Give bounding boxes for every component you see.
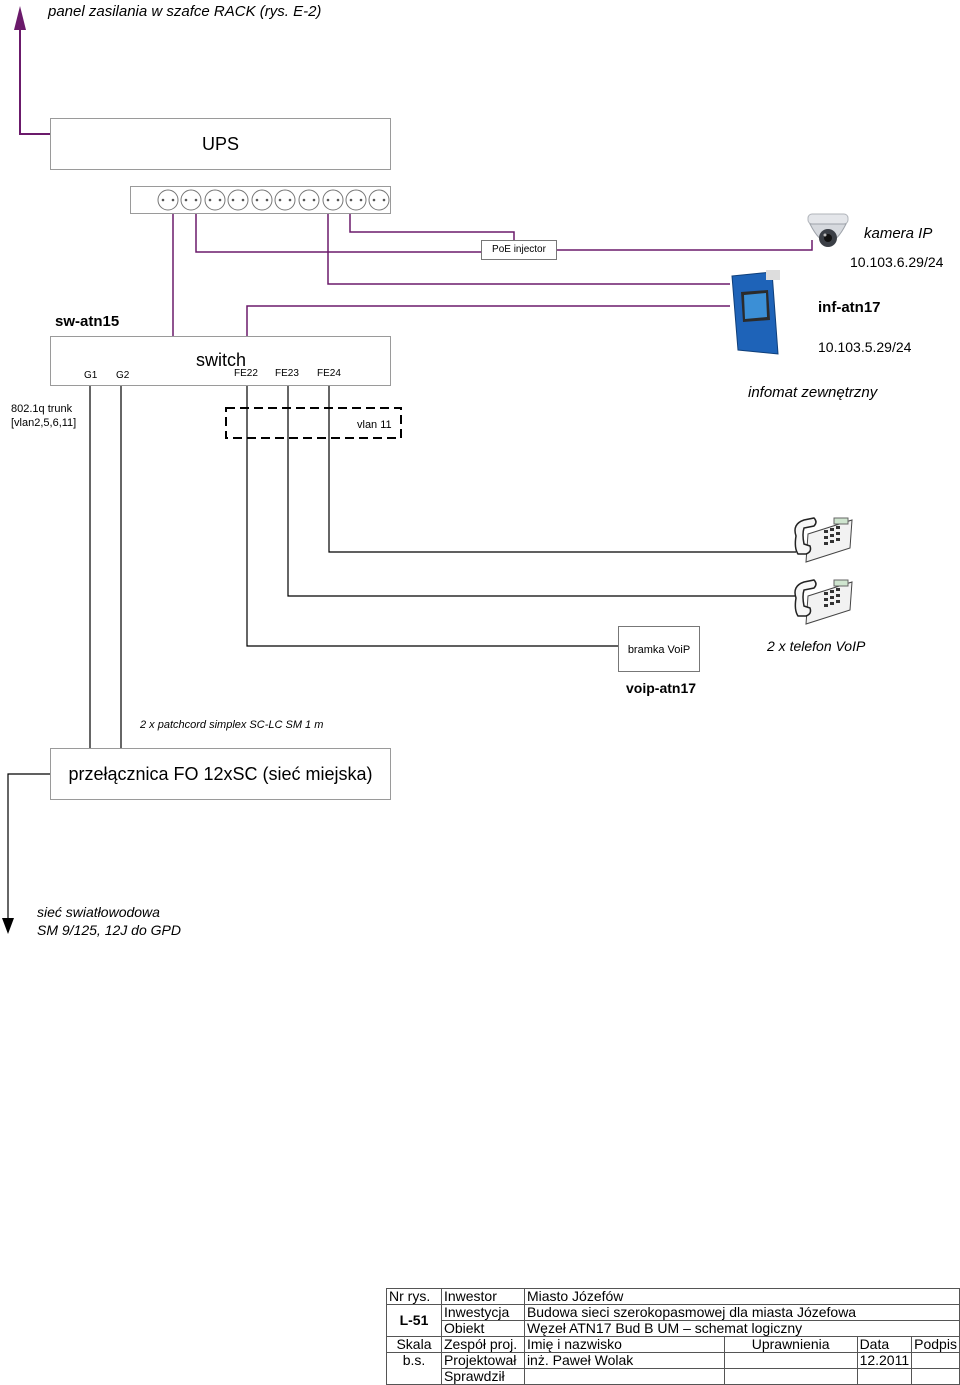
fiber-panel-label: przełącznica FO 12xSC (sieć miejska) [68, 764, 373, 784]
socket-icon [204, 189, 226, 211]
ups-box: UPS [50, 118, 391, 170]
switch-infomat-line [246, 305, 730, 336]
voip-gateway-label: bramka VoiP [627, 644, 691, 656]
projektowal-label: Projektował [440, 1352, 525, 1369]
poe-camera-line [556, 240, 813, 251]
sprawdzil-label: Sprawdził [440, 1368, 525, 1385]
socket-icon [251, 189, 273, 211]
socket-icon [368, 189, 390, 211]
infomat-icon [731, 270, 780, 355]
switch-hostname: sw-atn15 [55, 313, 120, 330]
socket-icon [298, 189, 320, 211]
camera-icon [807, 213, 849, 247]
sprawdzil-podpis [911, 1368, 960, 1385]
trunk-label-2: [vlan2,5,6,11] [11, 417, 77, 429]
socket-icon [157, 189, 179, 211]
camera-ip: 10.103.6.29/24 [850, 254, 944, 270]
nr-rys-label: Nr rys. [386, 1288, 442, 1305]
voip-gateway-box: bramka VoiP [618, 626, 700, 672]
socket-icon [322, 189, 344, 211]
poe-injector-box: PoE injector [481, 240, 557, 260]
inwestor-value: Miasto Józefów [523, 1288, 960, 1305]
fiber-out-line [7, 773, 50, 920]
switch-label: switch [196, 350, 247, 370]
trunk-label-1: 802.1q trunk [11, 403, 73, 415]
skala-value: b.s. [386, 1352, 442, 1385]
nr-rys-value: L-51 [386, 1304, 442, 1337]
sprawdzil-uprawnienia [723, 1368, 858, 1385]
poe-injector-label: PoE injector [492, 244, 546, 255]
fe22-line [246, 386, 618, 647]
port-fe22: FE22 [234, 368, 258, 379]
socket-icon [274, 189, 296, 211]
port-g2: G2 [116, 370, 130, 381]
inwestycja-value: Budowa sieci szerokopasmowej dla miasta … [523, 1304, 960, 1321]
patchcord-label: 2 x patchcord simplex SC-LC SM 1 m [140, 719, 324, 731]
power-feed-line [19, 14, 50, 135]
port-fe24: FE24 [317, 368, 341, 379]
title-block: Nr rys. Inwestor Miasto Józefów L-51 Inw… [386, 1288, 960, 1385]
power-infomat-line [327, 213, 730, 285]
projektowal-podpis [911, 1352, 960, 1369]
fiber-panel-box: przełącznica FO 12xSC (sieć miejska) [50, 748, 391, 800]
vlan-label: vlan 11 [357, 419, 392, 431]
fe24-line [328, 386, 796, 553]
camera-label: kamera IP [864, 225, 933, 242]
sprawdzil-name [523, 1368, 725, 1385]
uprawnienia-label: Uprawnienia [723, 1336, 858, 1353]
data-label: Data [856, 1336, 913, 1353]
phone-icon [794, 579, 853, 625]
ups-label: UPS [201, 134, 239, 154]
socket-icon [180, 189, 202, 211]
inwestor-label: Inwestor [440, 1288, 525, 1305]
inwestycja-label: Inwestycja [440, 1304, 525, 1321]
power-camera-line [349, 213, 515, 240]
fe23-line [287, 386, 796, 597]
phones-caption: 2 x telefon VoIP [767, 638, 866, 654]
infomat-ip: 10.103.5.29/24 [818, 339, 912, 355]
vlan11-box [225, 407, 402, 439]
sprawdzil-date [856, 1368, 913, 1385]
obiekt-value: Węzeł ATN17 Bud B UM – schemat logiczny [523, 1320, 960, 1337]
infomat-name: inf-atn17 [818, 299, 881, 316]
fiber-network-line1: sieć swiatłowodowa [37, 904, 160, 920]
socket-icon [345, 189, 367, 211]
skala-label: Skala [386, 1336, 442, 1353]
podpis-label: Podpis [911, 1336, 960, 1353]
projektowal-value: inż. Paweł Wolak [523, 1352, 725, 1369]
power-strip [130, 186, 391, 214]
obiekt-label: Obiekt [440, 1320, 525, 1337]
rack-panel-note: panel zasilania w szafce RACK (rys. E-2) [48, 3, 322, 20]
phone-icon [794, 517, 853, 563]
voip-hostname: voip-atn17 [626, 680, 697, 696]
port-g1: G1 [84, 370, 98, 381]
switch-box: switch G1 G2 FE22 FE23 FE24 [50, 336, 391, 386]
port-fe23: FE23 [275, 368, 299, 379]
socket-icon [227, 189, 249, 211]
imie-label: Imię i nazwisko [523, 1336, 725, 1353]
projektowal-uprawnienia [723, 1352, 858, 1369]
power-feed-arrow [14, 6, 26, 30]
infomat-caption: infomat zewnętrzny [748, 384, 878, 401]
projektowal-date: 12.2011 [856, 1352, 913, 1369]
fiber-network-line2: SM 9/125, 12J do GPD [37, 922, 181, 938]
power-sockets [157, 189, 390, 211]
zespol-label: Zespół proj. [440, 1336, 525, 1353]
fiber-out-arrow [2, 918, 14, 934]
power-poe-line [195, 213, 481, 253]
